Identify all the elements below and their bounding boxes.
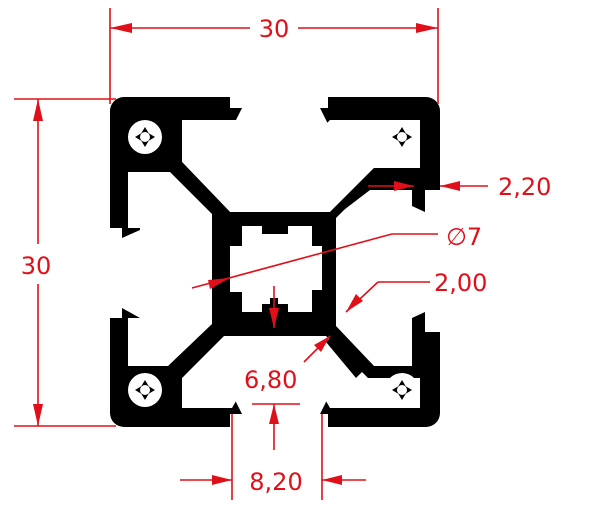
slot-wall-label: 2,20	[498, 173, 551, 201]
corner-hole-bottom-right	[385, 373, 419, 407]
profile-body	[110, 97, 440, 427]
dimension-width: 30	[109, 8, 439, 104]
web-thickness-label: 2,00	[434, 269, 487, 297]
dimension-bore-diameter: ∅7	[191, 223, 482, 289]
slot-depth-label: 6,80	[244, 366, 297, 394]
corner-hole-top-right	[385, 120, 419, 154]
bore-diameter-label: 7	[467, 223, 482, 251]
dimension-height: 30	[14, 98, 116, 427]
width-label: 30	[259, 15, 290, 43]
corner-hole-top-left	[128, 120, 162, 154]
diameter-symbol: ∅	[446, 223, 467, 251]
dimension-slot-wall: 2,20	[368, 173, 551, 201]
corner-hole-bottom-left	[128, 373, 162, 407]
dimension-slot-depth: 6,80	[244, 286, 331, 450]
dimension-slot-opening: 8,20	[180, 414, 366, 500]
dimension-web-thickness: 2,00	[345, 269, 487, 313]
height-label: 30	[21, 252, 52, 280]
svg-text:∅7: ∅7	[446, 223, 482, 251]
slot-opening-label: 8,20	[249, 468, 302, 496]
